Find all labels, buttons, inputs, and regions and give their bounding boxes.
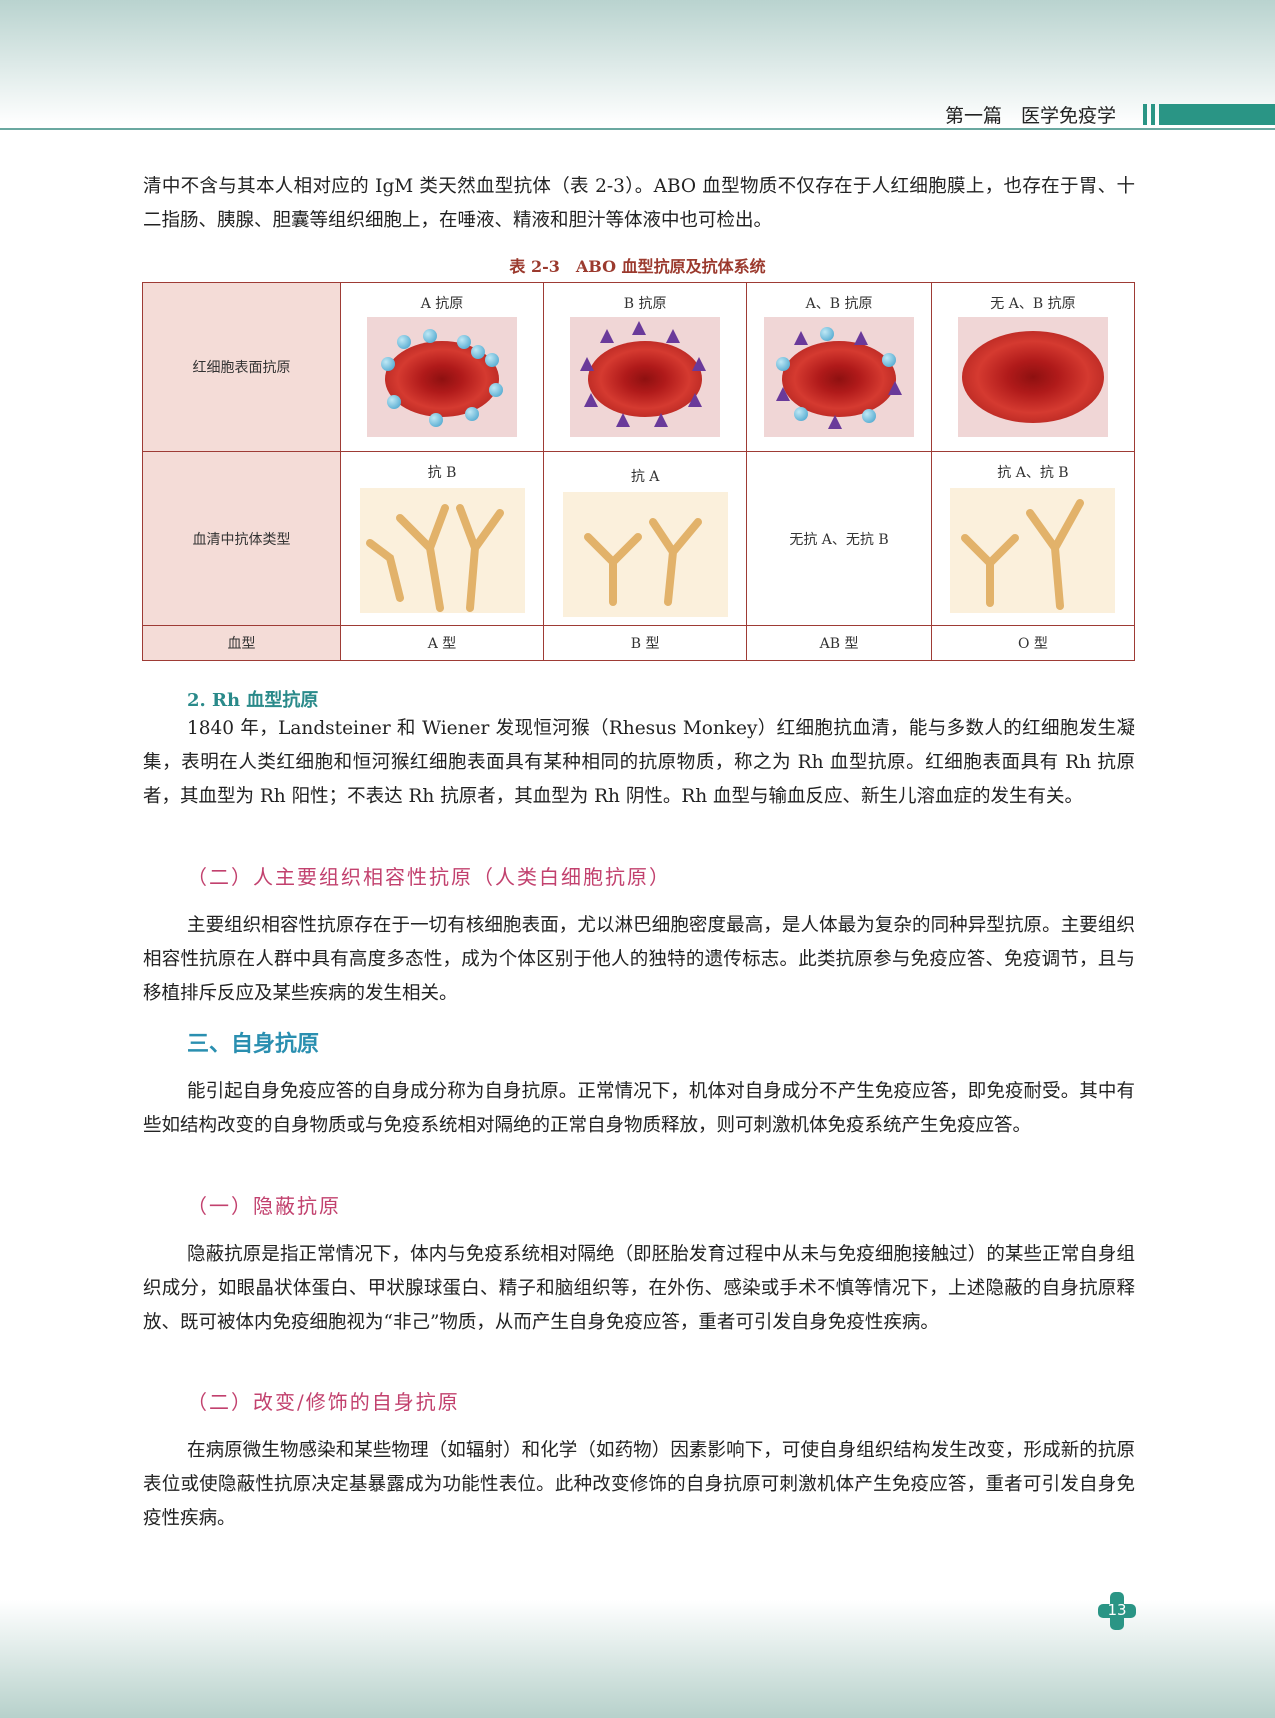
antibody-cell-none: 无抗 A、无抗 B: [746, 451, 932, 626]
header-decoration: [1143, 104, 1147, 125]
antibody-image: [950, 488, 1116, 613]
rbc-ab-antigen-image: [764, 317, 915, 437]
header-rule: [0, 128, 1275, 130]
header-band: [0, 0, 1275, 125]
antibody-cell-anti-a-b: 抗 A、抗 B: [930, 451, 1136, 626]
blood-type-cell: AB 型: [746, 625, 932, 661]
antigen-cell-a: A 抗原: [339, 282, 545, 452]
section-heading-mhc: （二）人主要组织相容性抗原（人类白细胞抗原）: [187, 865, 671, 889]
header-decoration: [1151, 104, 1155, 125]
antibody-image: [562, 492, 728, 617]
paragraph-rh: 1840 年，Landsteiner 和 Wiener 发现恒河猴（Rhesus…: [143, 718, 1135, 807]
chapter-title: 第一篇 医学免疫学: [945, 105, 1117, 127]
antibody-cell-anti-a: 抗 A: [543, 451, 748, 626]
antigen-cell-ab: A、B 抗原: [746, 282, 932, 452]
antigen-cell-b: B 抗原: [543, 282, 748, 452]
rbc-b-antigen-image: [570, 317, 721, 437]
antigen-cell-none: 无 A、B 抗原: [930, 282, 1136, 452]
row-label: 红细胞表面抗原: [142, 282, 341, 452]
blood-type-cell: B 型: [543, 625, 748, 661]
rbc-a-antigen-image: [367, 317, 518, 437]
footer-band: [0, 1600, 1275, 1718]
antibody-image: [359, 488, 525, 613]
blood-type-cell: A 型: [339, 625, 545, 661]
paragraph-mhc: 主要组织相容性抗原存在于一切有核细胞表面，尤以淋巴细胞密度最高，是人体最为复杂的…: [143, 915, 1135, 1004]
page-number: 13: [1098, 1592, 1136, 1630]
rbc-no-antigen-image: [957, 317, 1108, 437]
blood-type-cell: O 型: [930, 625, 1136, 661]
antibody-cell-anti-b: 抗 B: [339, 451, 545, 626]
section-heading-rh: 2. Rh 血型抗原: [187, 690, 319, 711]
section-heading-autoantigen: 三、自身抗原: [187, 1032, 320, 1057]
section-heading-hidden: （一）隐蔽抗原: [187, 1194, 341, 1218]
paragraph-modified: 在病原微生物感染和某些物理（如辐射）和化学（如药物）因素影响下，可使自身组织结构…: [143, 1440, 1135, 1529]
header-decoration: [1159, 104, 1275, 125]
row-label: 血型: [142, 625, 341, 661]
paragraph-abo: 清中不含与其本人相对应的 IgM 类天然血型抗体（表 2-3）。ABO 血型物质…: [143, 176, 1135, 231]
table-caption: 表 2-3 ABO 血型抗原及抗体系统: [509, 257, 766, 276]
abo-table: 红细胞表面抗原 A 抗原 B 抗原 A、B 抗原 无 A、B 抗原 血清中抗体类…: [142, 282, 1136, 661]
paragraph-autoantigen: 能引起自身免疫应答的自身成分称为自身抗原。正常情况下，机体对自身成分不产生免疫应…: [143, 1081, 1135, 1136]
row-label: 血清中抗体类型: [142, 451, 341, 626]
paragraph-hidden: 隐蔽抗原是指正常情况下，体内与免疫系统相对隔绝（即胚胎发育过程中从未与免疫细胞接…: [143, 1244, 1135, 1333]
section-heading-modified: （二）改变/修饰的自身抗原: [187, 1390, 460, 1414]
